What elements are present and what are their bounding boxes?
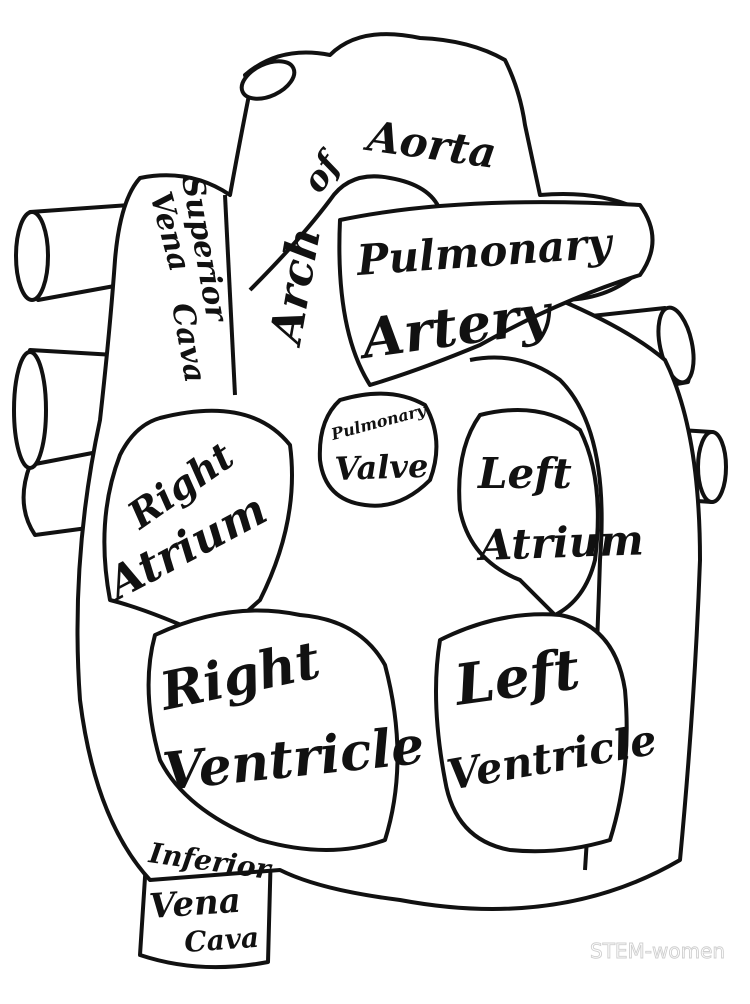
pulmonary-valve-word-2: Valve xyxy=(334,447,429,488)
watermark: STEM-women xyxy=(590,939,725,963)
aorta-inner-curve xyxy=(248,174,442,292)
aorta-opening xyxy=(239,59,297,101)
ivc-vena-word: Vena xyxy=(148,881,242,927)
pulmonary-valve-chamber xyxy=(317,391,439,508)
right-ventricle-chamber xyxy=(146,608,400,852)
vessel-left-upper-opening xyxy=(14,210,50,302)
left-atrium-word-2: Atrium xyxy=(475,515,645,570)
ivc-cava-word: Cava xyxy=(183,921,260,959)
left-atrium-chamber xyxy=(457,408,600,617)
vessel-left-lower-opening xyxy=(12,350,48,470)
left-ventricle-chamber xyxy=(434,612,629,854)
pulmonary-vein-lower-opening xyxy=(696,430,728,504)
label-left-atrium: Left Atrium xyxy=(475,449,645,570)
left-atrium-word-1: Left xyxy=(477,449,572,498)
svc-inner-line xyxy=(223,194,237,396)
pulmonary-artery-shape xyxy=(337,200,655,387)
